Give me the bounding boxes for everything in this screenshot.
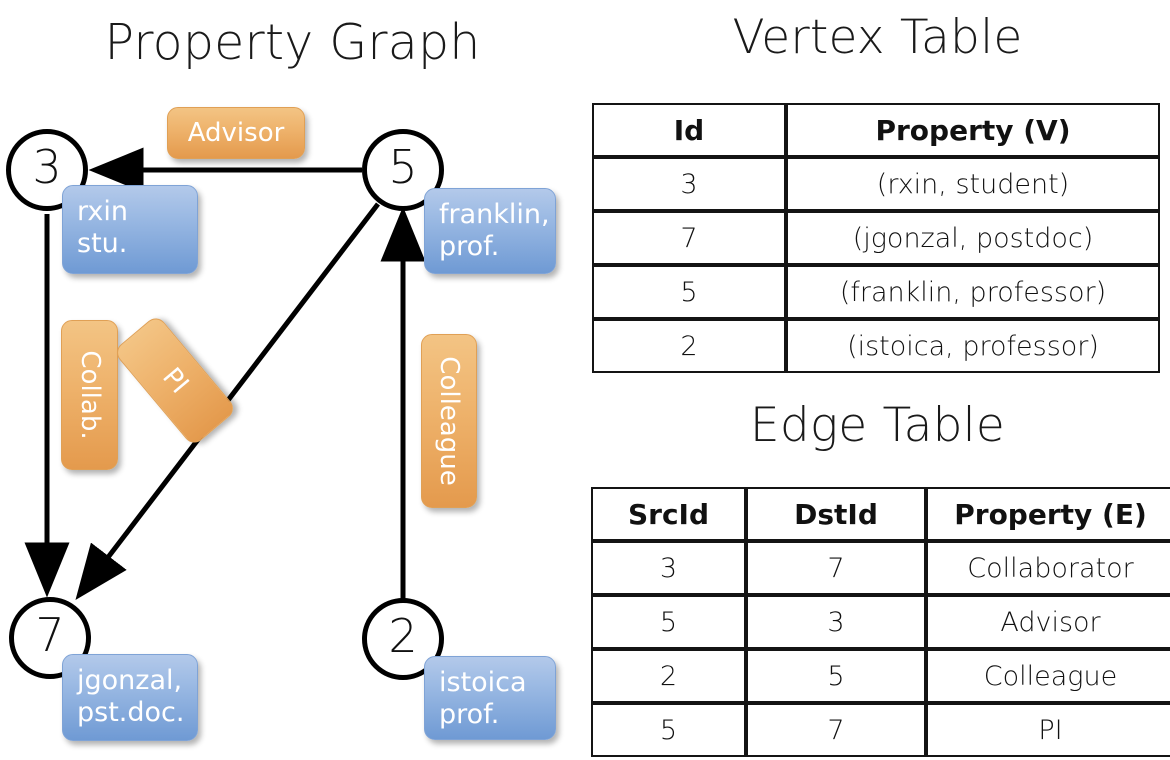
graph-node-2[interactable]: 2	[362, 598, 444, 680]
graph-node-2-label: 2	[388, 609, 418, 663]
vertex-cell-property: (franklin, professor)	[786, 265, 1160, 319]
table-row[interactable]: 2 (istoica, professor)	[592, 319, 1160, 373]
graph-node-5-label: 5	[388, 140, 418, 194]
edge-cell-srcid: 5	[591, 595, 746, 649]
edge-table-header-row: SrcId DstId Property (E)	[591, 487, 1170, 541]
vertex-property-box-franklin[interactable]: franklin, prof.	[424, 188, 556, 274]
vertex-property-jgonzal-line1: jgonzal,	[77, 665, 183, 696]
edge-label-pi: PI	[156, 361, 194, 400]
vertex-table: Id Property (V) 3 (rxin, student) 7 (jgo…	[592, 103, 1160, 373]
table-row[interactable]: 2 5 Colleague	[591, 649, 1170, 703]
vertex-property-istoica-line1: istoica	[439, 667, 527, 698]
table-row[interactable]: 5 7 PI	[591, 703, 1170, 757]
vertex-property-box-istoica[interactable]: istoica prof.	[424, 656, 556, 740]
graph-node-7-label: 7	[35, 608, 65, 662]
edge-table: SrcId DstId Property (E) 3 7 Collaborato…	[591, 487, 1170, 757]
edge-label-box-colleague[interactable]: Colleague	[421, 334, 477, 508]
edge-cell-property: Colleague	[926, 649, 1170, 703]
vertex-cell-property: (istoica, professor)	[786, 319, 1160, 373]
graph-node-3-label: 3	[32, 140, 62, 194]
edge-table-header-dstid: DstId	[746, 487, 926, 541]
vertex-property-franklin-line1: franklin,	[439, 199, 550, 230]
edge-label-advisor: Advisor	[187, 118, 285, 148]
edge-cell-dstid: 5	[746, 649, 926, 703]
vertex-property-rxin-line2: stu.	[77, 227, 128, 259]
vertex-cell-id: 7	[592, 211, 786, 265]
vertex-property-box-jgonzal[interactable]: jgonzal, pst.doc.	[62, 654, 198, 741]
edge-cell-dstid: 7	[746, 703, 926, 757]
table-row[interactable]: 3 (rxin, student)	[592, 157, 1160, 211]
edge-cell-property: Collaborator	[926, 541, 1170, 595]
vertex-cell-id: 5	[592, 265, 786, 319]
edge-label-colleague: Colleague	[434, 356, 464, 486]
vertex-table-header-row: Id Property (V)	[592, 103, 1160, 157]
page-title-vertex-table: Vertex Table	[732, 10, 1023, 65]
vertex-property-rxin-line1: rxin	[77, 196, 128, 227]
vertex-cell-property: (rxin, student)	[786, 157, 1160, 211]
vertex-property-istoica-line2: prof.	[439, 698, 500, 730]
vertex-property-franklin-line2: prof.	[439, 230, 500, 262]
edge-cell-srcid: 3	[591, 541, 746, 595]
edge-cell-srcid: 5	[591, 703, 746, 757]
vertex-table-header-id: Id	[592, 103, 786, 157]
page-title-edge-table: Edge Table	[749, 398, 1006, 453]
vertex-table-header-property: Property (V)	[786, 103, 1160, 157]
vertex-property-box-rxin[interactable]: rxin stu.	[62, 185, 198, 274]
edge-table-header-property: Property (E)	[926, 487, 1170, 541]
edge-cell-dstid: 7	[746, 541, 926, 595]
vertex-cell-id: 2	[592, 319, 786, 373]
edge-table-header-srcid: SrcId	[591, 487, 746, 541]
vertex-cell-id: 3	[592, 157, 786, 211]
table-row[interactable]: 5 3 Advisor	[591, 595, 1170, 649]
edge-cell-property: PI	[926, 703, 1170, 757]
edge-cell-srcid: 2	[591, 649, 746, 703]
edge-label-box-collab[interactable]: Collab.	[61, 320, 118, 470]
table-row[interactable]: 7 (jgonzal, postdoc)	[592, 211, 1160, 265]
edge-cell-property: Advisor	[926, 595, 1170, 649]
table-row[interactable]: 3 7 Collaborator	[591, 541, 1170, 595]
edge-label-collab: Collab.	[74, 350, 105, 440]
edge-label-box-advisor[interactable]: Advisor	[167, 107, 305, 159]
table-row[interactable]: 5 (franklin, professor)	[592, 265, 1160, 319]
edge-cell-dstid: 3	[746, 595, 926, 649]
page-title-property-graph: Property Graph	[104, 14, 481, 71]
vertex-property-jgonzal-line2: pst.doc.	[77, 696, 185, 728]
vertex-cell-property: (jgonzal, postdoc)	[786, 211, 1160, 265]
property-graph-panel: Property Graph 3 5 7 2 rxin stu. frankli…	[6, 14, 556, 741]
